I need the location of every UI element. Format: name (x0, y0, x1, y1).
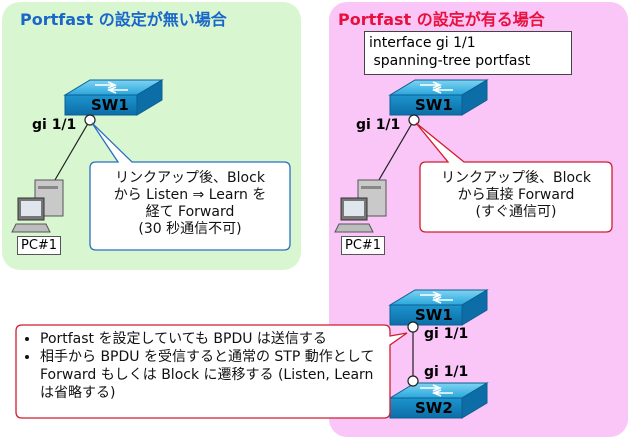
portfast-config-box: interface gi 1/1 spanning-tree portfast (364, 31, 572, 75)
right-callout-text: リンクアップ後、Block から直接 Forward (すぐ通信可) (422, 170, 610, 221)
right-callout-box (415, 122, 613, 233)
right-lower-sw1-switch-icon (388, 289, 489, 326)
config-line-2: spanning-tree portfast (369, 53, 531, 69)
right-callout-line: (すぐ通信可) (475, 204, 557, 220)
bpdu-note: Portfast を設定していても BPDU は送信する 相手から BPDU を… (16, 325, 390, 418)
right-panel-title: Portfast の設定が有る場合 (338, 10, 545, 29)
right-port-dot (408, 114, 420, 126)
right-sw1-switch-icon (388, 79, 489, 116)
sw1-lower-port-label: gi 1/1 (424, 326, 469, 342)
left-pc-label: PC#1 (17, 236, 62, 255)
right-sw1-label: SW1 (415, 96, 453, 114)
left-callout-line: 経て Forward (145, 204, 235, 220)
sw1-lower-port-dot (407, 321, 419, 333)
left-callout-line: (30 秒通信不可) (138, 221, 242, 237)
sw2-port-dot (407, 375, 419, 387)
left-panel-title: Portfast の設定が無い場合 (20, 10, 227, 29)
right-lower-sw1-label: SW1 (415, 306, 453, 324)
right-callout-line: リンクアップ後、Block (441, 170, 591, 186)
right-callout-line: から直接 Forward (457, 187, 575, 203)
left-link (51, 119, 91, 186)
sw2-port-label: gi 1/1 (424, 364, 469, 380)
left-sw1-switch-icon (63, 79, 164, 116)
left-port-dot (84, 114, 96, 126)
left-port-label: gi 1/1 (32, 117, 77, 133)
right-port-label: gi 1/1 (356, 117, 401, 133)
left-callout-text: リンクアップ後、Block から Listen ⇒ Learn を 経て For… (92, 170, 288, 238)
config-line-1: interface gi 1/1 (369, 35, 476, 51)
right-lower-sw2-label: SW2 (415, 399, 453, 417)
right-link (375, 119, 415, 186)
left-sw1-label: SW1 (91, 96, 129, 114)
left-callout-line: リンクアップ後、Block (115, 170, 265, 186)
note-item: Portfast を設定していても BPDU は送信する (40, 330, 382, 348)
left-callout-box (89, 122, 291, 251)
left-callout-line: から Listen ⇒ Learn を (113, 187, 267, 203)
note-item: 相手から BPDU を受信すると通常の STP 動作として Forward もし… (40, 348, 382, 402)
note-callout-box (15, 324, 408, 419)
right-pc-label: PC#1 (341, 236, 386, 255)
right-pc-icon (334, 179, 387, 233)
right-lower-sw2-switch-icon (388, 382, 489, 419)
left-pc-icon (11, 179, 64, 233)
